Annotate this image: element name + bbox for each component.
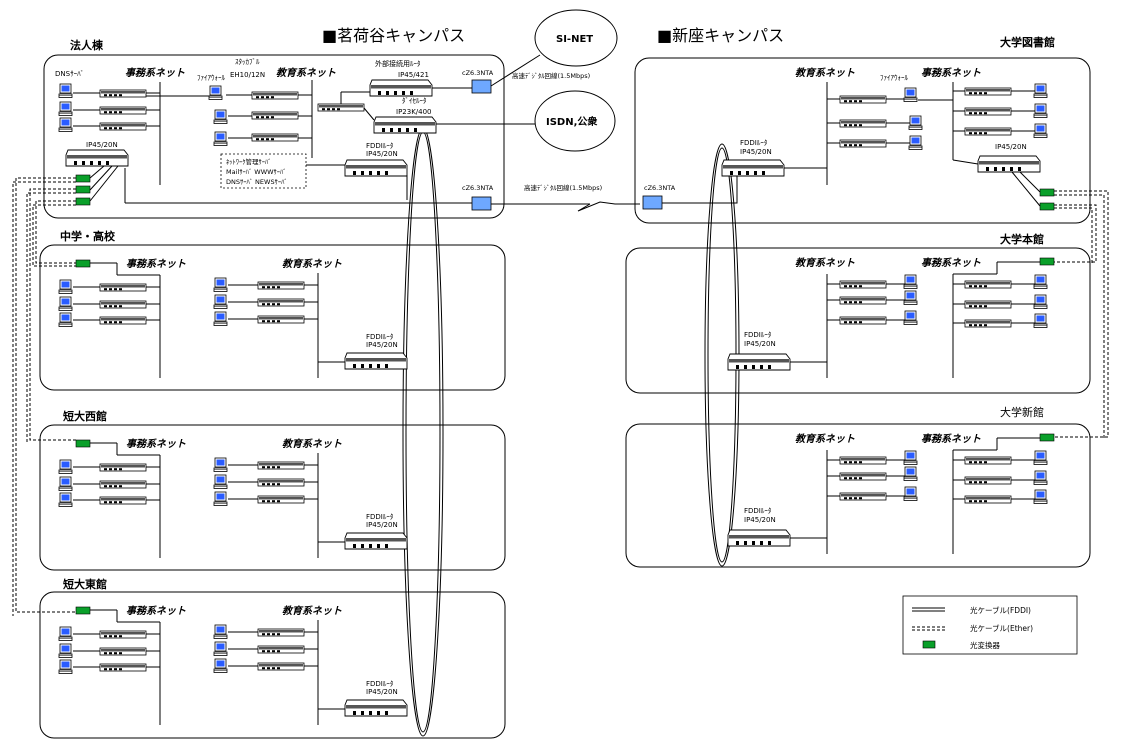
building-tandai-higashi xyxy=(39,591,506,739)
honkan-jimu-label: 事務系ネット xyxy=(921,257,981,269)
building-tandai-nishi xyxy=(39,424,506,571)
server-group-box xyxy=(220,153,307,189)
chugaku-fddi-label-2: IP45/20N xyxy=(366,341,398,349)
building-chugaku xyxy=(39,244,506,391)
dns-server-label: DNSｻｰﾊﾞ xyxy=(55,70,84,78)
cloud-isdn xyxy=(534,90,616,152)
building-label-shinkan: 大学新館 xyxy=(1000,405,1044,419)
building-label-chugaku: 中学・高校 xyxy=(60,229,116,243)
shinkan-kyoiku-label: 教育系ネット xyxy=(795,433,855,445)
fddi-ring-left-outer xyxy=(402,127,444,737)
tandai-higashi-fddi-label-2: IP45/20N xyxy=(366,688,398,696)
cz-left-top-label: cZ6.3NTA xyxy=(462,69,494,77)
honkan-kyoiku-label: 教育系ネット xyxy=(795,257,855,269)
ip23k-label: IP23K/400 xyxy=(396,108,432,116)
lib-fddi-label-2: IP45/20N xyxy=(740,148,772,156)
hojin-fddi-label-2: IP45/20N xyxy=(366,150,398,158)
campus-title-right: ■新座キャンパス xyxy=(657,26,784,45)
cloud-sinet-label: SI-NET xyxy=(556,34,593,45)
kosoku-top-label: 高速ﾃﾞｼﾞﾀﾙ回線(1.5Mbps) xyxy=(512,71,590,80)
building-honkan xyxy=(625,247,1091,394)
tasyo-router-label: ﾀﾞｲｾﾙｰﾀ xyxy=(402,97,427,105)
honkan-fddi-label-2: IP45/20N xyxy=(744,340,776,348)
chugaku-fddi-label-1: FDDIﾙｰﾀ xyxy=(366,333,394,341)
building-label-toshokan: 大学図書館 xyxy=(1000,35,1055,49)
hojin-fddi-label-1: FDDIﾙｰﾀ xyxy=(366,142,394,150)
tandai-higashi-kyoiku-label: 教育系ネット xyxy=(282,605,342,617)
kosoku-bottom-label: 高速ﾃﾞｼﾞﾀﾙ回線(1.5Mbps) xyxy=(524,183,602,192)
legend-label-1: 光ケーブル(Ether) xyxy=(970,623,1033,633)
legend-label-2: 光変換器 xyxy=(970,640,1000,650)
tandai-nishi-kyoiku-label: 教育系ネット xyxy=(282,438,342,450)
lib-kyoiku-label: 教育系ネット xyxy=(795,67,855,79)
eh-label: EH10/12N xyxy=(230,71,265,79)
servers-label-1: ﾈｯﾄﾜｰｸ管理ｻｰﾊﾞ xyxy=(226,157,272,166)
lib-firewall-label: ﾌｧｲｱｳｫｰﾙ xyxy=(880,74,908,82)
hojin-jimu-label: 事務系ネット xyxy=(125,67,185,79)
building-label-honkan: 大学本館 xyxy=(1000,232,1044,246)
hojin-kyoiku-label: 教育系ネット xyxy=(276,67,336,79)
cloud-isdn-label: ISDN,公衆 xyxy=(546,115,597,128)
chugaku-kyoiku-label: 教育系ネット xyxy=(282,258,342,270)
building-toshokan xyxy=(634,57,1091,224)
fddi-ring-left-inner xyxy=(405,131,441,733)
building-label-tandai-higashi: 短大東館 xyxy=(63,577,107,591)
shinkan-fddi-label-2: IP45/20N xyxy=(744,516,776,524)
building-shinkan xyxy=(625,423,1091,568)
tandai-nishi-jimu-label: 事務系ネット xyxy=(126,438,186,450)
ip45-421-label: IP45/421 xyxy=(398,71,429,79)
chugaku-jimu-label: 事務系ネット xyxy=(126,258,186,270)
tandai-higashi-fddi-label-1: FDDIﾙｰﾀ xyxy=(366,680,394,688)
campus-title-left: ■茗荷谷キャンパス xyxy=(322,26,465,45)
cloud-sinet xyxy=(534,9,618,67)
shinkan-fddi-label-1: FDDIﾙｰﾀ xyxy=(744,507,772,515)
firewall-label: ﾌｧｲｱｳｫｰﾙ xyxy=(197,74,225,82)
tandai-nishi-fddi-label-2: IP45/20N xyxy=(366,521,398,529)
honkan-fddi-label-1: FDDIﾙｰﾀ xyxy=(744,331,772,339)
building-label-tandai-nishi: 短大西館 xyxy=(63,409,107,423)
modem-left-bottom xyxy=(471,196,492,211)
shinkan-jimu-label: 事務系ネット xyxy=(921,433,981,445)
lib-fddi-label-1: FDDIﾙｰﾀ xyxy=(740,139,768,147)
hojin-router-label: IP45/20N xyxy=(86,141,118,149)
cz-left-bottom-label: cZ6.3NTA xyxy=(462,184,494,192)
building-hojin xyxy=(43,54,505,219)
lib-jimu-label: 事務系ネット xyxy=(921,67,981,79)
legend-label-0: 光ケーブル(FDDI) xyxy=(970,605,1031,615)
modem-right xyxy=(642,195,663,210)
lib-router-label: IP45/20N xyxy=(995,143,1027,151)
tandai-higashi-jimu-label: 事務系ネット xyxy=(126,605,186,617)
gaibu-router-label: 外部接続用ﾙｰﾀ xyxy=(375,59,421,68)
modem-left-top xyxy=(471,79,492,94)
building-label-hojin: 法人棟 xyxy=(70,38,104,52)
servers-label-3: DNSｻｰﾊﾞ NEWSｻｰﾊﾞ xyxy=(226,178,288,186)
tandai-nishi-fddi-label-1: FDDIﾙｰﾀ xyxy=(366,513,394,521)
cz-right-label: cZ6.3NTA xyxy=(644,184,676,192)
stackable-label: ｽﾀｯｶﾌﾞﾙ xyxy=(235,58,260,66)
servers-label-2: Mailｻｰﾊﾞ WWWｻｰﾊﾞ xyxy=(226,168,287,176)
